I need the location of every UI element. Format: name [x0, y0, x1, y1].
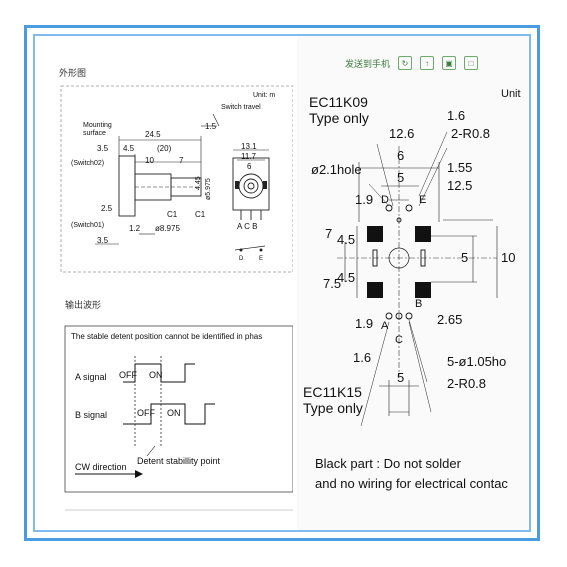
pin-d-letter: D: [381, 194, 389, 206]
screen-icon[interactable]: □: [464, 56, 479, 70]
dim-3-5-top: 3.5: [97, 144, 109, 153]
unit-label-left: Unit: m: [253, 92, 276, 99]
b-off-label: OFF: [137, 408, 155, 418]
switch-d-letter: D: [239, 256, 244, 262]
waveform-heading: 输出波形: [65, 300, 102, 310]
dim-1-9-a: 1.9: [355, 192, 374, 207]
dim-5-top: 5: [397, 170, 405, 185]
dim-11-7: 11.7: [241, 152, 256, 161]
dim-7-right: 7: [325, 226, 333, 241]
label-c1-b: C1: [195, 210, 206, 219]
left-panel: 外形图: [35, 36, 293, 530]
waveform-note: The stable detent position cannot be ide…: [71, 332, 263, 341]
pin-c-letter: C: [395, 334, 403, 346]
dim-1-9-b: 1.9: [355, 316, 374, 331]
inner-frame: 外形图: [33, 34, 531, 532]
pin-a-letter: A: [381, 320, 389, 332]
dim-1-2: 1.2: [129, 224, 141, 233]
dim-7: 7: [179, 156, 184, 165]
dim-12-5: 12.5: [447, 178, 473, 193]
dim-4-5-a: 4.5: [337, 232, 356, 247]
label-acb: A C B: [237, 222, 258, 231]
dim-20: (20): [157, 144, 172, 153]
r0-8-bottom: 2-R0.8: [447, 376, 487, 391]
mounting-label: Mounting: [83, 122, 112, 129]
dim-13-1: 13.1: [241, 142, 257, 151]
outline-drawing: [60, 85, 293, 511]
label-c1-a: C1: [167, 210, 178, 219]
holes-bottom-label: 5-ø1.05ho: [447, 354, 507, 369]
toolbar: 发送到手机 ↻ ↑ ▣ □: [345, 54, 479, 72]
pin-b-letter: B: [415, 298, 423, 310]
switch-e-letter: E: [259, 256, 264, 262]
dim-24-5: 24.5: [145, 130, 161, 139]
save-icon[interactable]: ▣: [442, 56, 457, 70]
a-on-label: ON: [149, 370, 163, 380]
dim-1-55: 1.55: [447, 160, 473, 175]
ec11k09-type-only: Type only: [309, 110, 369, 126]
r0-8-top: 2-R0.8: [451, 126, 491, 141]
dim-5-right: 5: [461, 250, 469, 265]
a-off-label: OFF: [119, 370, 137, 380]
outline-heading: 外形图: [59, 68, 87, 78]
b-signal-label: B signal: [75, 410, 108, 420]
ec11k15-label: EC11K15: [303, 384, 362, 400]
right-panel: 发送到手机 ↻ ↑ ▣ □: [297, 36, 529, 530]
dim-12-6: 12.6: [389, 126, 415, 141]
footprint-drawing: [337, 131, 498, 427]
dim-4-45: 4.45: [195, 176, 202, 190]
share-icon[interactable]: ↑: [420, 56, 435, 70]
dim-1-6-bottom: 1.6: [353, 350, 372, 365]
dim-7-5: 7.5: [323, 276, 342, 291]
refresh-icon[interactable]: ↻: [398, 56, 413, 70]
send-to-phone-button[interactable]: 发送到手机: [345, 58, 391, 69]
dim-8-975: ø8.975: [155, 224, 180, 233]
surface-label: surface: [83, 130, 106, 137]
b-on-label: ON: [167, 408, 181, 418]
note-line-1: Black part : Do not solder: [315, 456, 461, 471]
pin-e-letter: E: [419, 194, 427, 206]
dim-1-6-top: 1.6: [447, 108, 466, 123]
a-signal-label: A signal: [75, 372, 107, 382]
outer-frame: [24, 25, 540, 541]
dim-5-975: ø5.975: [205, 178, 212, 200]
dim-10: 10: [145, 156, 154, 165]
dim-2-65: 2.65: [437, 312, 463, 327]
switch-travel-label: Switch travel: [221, 104, 261, 111]
ec11k09-label: EC11K09: [309, 94, 368, 110]
cw-direction-label: CW direction: [75, 462, 127, 472]
detent-point-label: Detent stabillity point: [137, 456, 221, 466]
hole-label: ø2.1hole: [311, 162, 362, 177]
dim-6-right: 6: [397, 148, 405, 163]
dim-4-5: 4.5: [123, 144, 135, 153]
dim-5-bottom: 5: [397, 370, 405, 385]
dim-10: 10: [501, 250, 516, 265]
switch02-label: (Switch02): [71, 160, 105, 167]
dim-6: 6: [247, 162, 252, 171]
ec11k15-type-only: Type only: [303, 400, 363, 416]
dim-1-5: 1.5: [205, 122, 217, 131]
dim-2-5: 2.5: [101, 204, 113, 213]
dim-4-5-b: 4.5: [337, 270, 356, 285]
note-line-2: and no wiring for electrical contac: [315, 476, 508, 491]
dim-3-5-bottom: 3.5: [97, 236, 109, 245]
switch01-label: (Switch01): [71, 222, 105, 229]
unit-label-right: Unit: [501, 88, 521, 100]
